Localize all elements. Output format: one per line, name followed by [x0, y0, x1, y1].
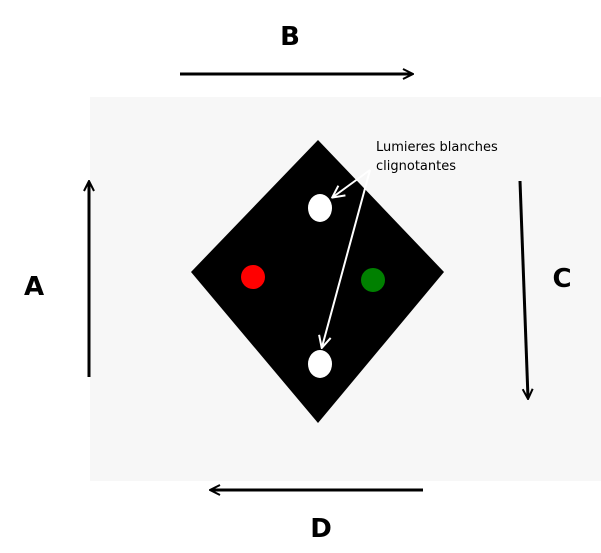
label-c: C — [552, 264, 571, 294]
label-a: A — [24, 272, 44, 302]
callout-arrow-top — [333, 169, 371, 197]
light-white-top — [308, 194, 332, 222]
signal-diamond — [191, 140, 444, 423]
label-d: D — [310, 514, 332, 544]
callout-text-line2: clignotantes — [376, 159, 456, 174]
light-red — [241, 265, 265, 289]
light-white-bottom — [308, 350, 332, 378]
callout-arrow-bottom — [322, 169, 371, 347]
arrow-c — [518, 180, 528, 398]
label-b: B — [280, 22, 300, 52]
callout-text-line1: Lumieres blanches — [376, 140, 498, 155]
light-green — [361, 268, 385, 292]
